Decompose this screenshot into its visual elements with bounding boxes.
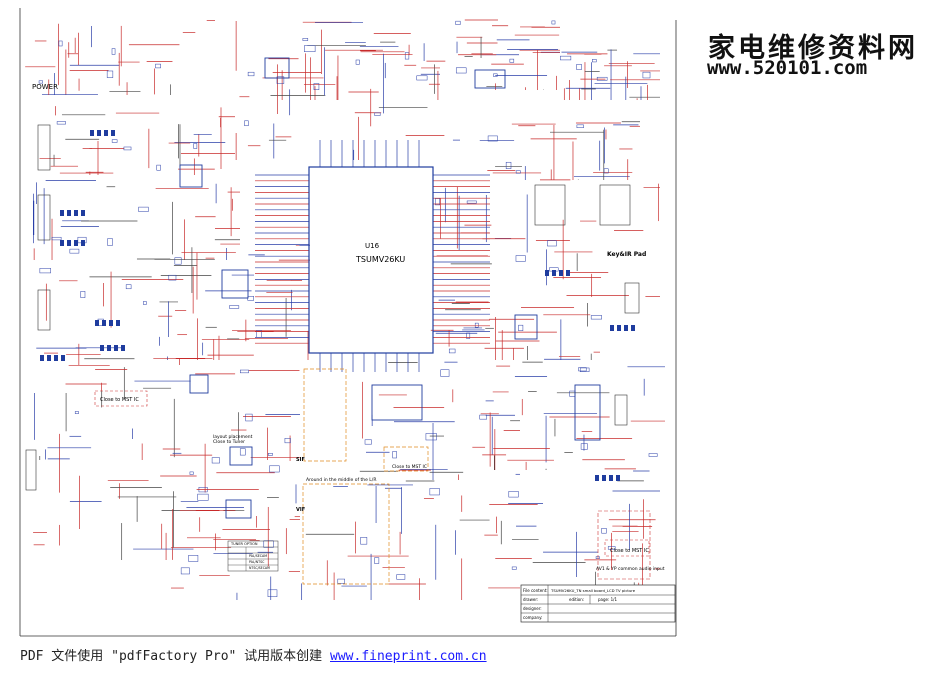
vif-label: VIF xyxy=(296,507,305,513)
title-company-label: company: xyxy=(523,615,543,620)
main-ic-body xyxy=(308,166,434,354)
note-close-mst-2: Close to MST IC xyxy=(610,548,649,554)
footer-text: PDF 文件使用 "pdfFactory Pro" 试用版本创建 xyxy=(20,649,331,664)
power-label: POWER xyxy=(32,83,58,91)
keypad-label: Key&IR Pad xyxy=(607,251,646,258)
footer-link[interactable]: www.fineprint.com.cn xyxy=(330,649,487,664)
main-ic-name: TSUMV26KU xyxy=(355,255,405,264)
note-close-mst-3: Close to MST IC xyxy=(392,464,427,470)
title-block: File content: TSUMV26KU_TN small board_L… xyxy=(520,584,676,623)
watermark-url: www.520101.com xyxy=(707,57,868,79)
layout-note-1: layout placement xyxy=(213,434,253,440)
tuner-option-table: TUNER OPTION PAL/SECAM PAL/NTSC NTSC/SEC… xyxy=(227,540,279,572)
title-file-content-label: File content: xyxy=(523,588,548,593)
title-drawer-label: drawer: xyxy=(523,597,538,602)
sif-label: SIF xyxy=(296,457,305,463)
title-designer-label: designer: xyxy=(523,606,542,611)
audio-note: AV1 & YP common audio input xyxy=(596,566,665,572)
around-note: Around in the middle of the L/R xyxy=(306,477,376,483)
tuner-table-row-2: PAL/NTSC xyxy=(249,560,265,564)
title-page-label: page: 1/1 xyxy=(598,597,618,602)
tuner-table-header: TUNER OPTION xyxy=(230,542,258,546)
pdf-footer: PDF 文件使用 "pdfFactory Pro" 试用版本创建 www.fin… xyxy=(20,645,487,664)
tuner-table-row-3: NTSC/SECAM xyxy=(249,566,270,570)
layout-note-2: Close to Tuner xyxy=(213,439,245,445)
title-edition-label: edition: xyxy=(569,597,584,602)
tuner-table-row-1: PAL/SECAM xyxy=(249,554,267,558)
main-ic-ref: U16 xyxy=(365,242,380,250)
watermark-title: 家电维修资料网 xyxy=(708,33,918,64)
note-close-mst-1: Close to MST IC xyxy=(100,397,139,403)
title-file-content: TSUMV26KU_TN small board_LCD TV picture xyxy=(550,588,636,593)
